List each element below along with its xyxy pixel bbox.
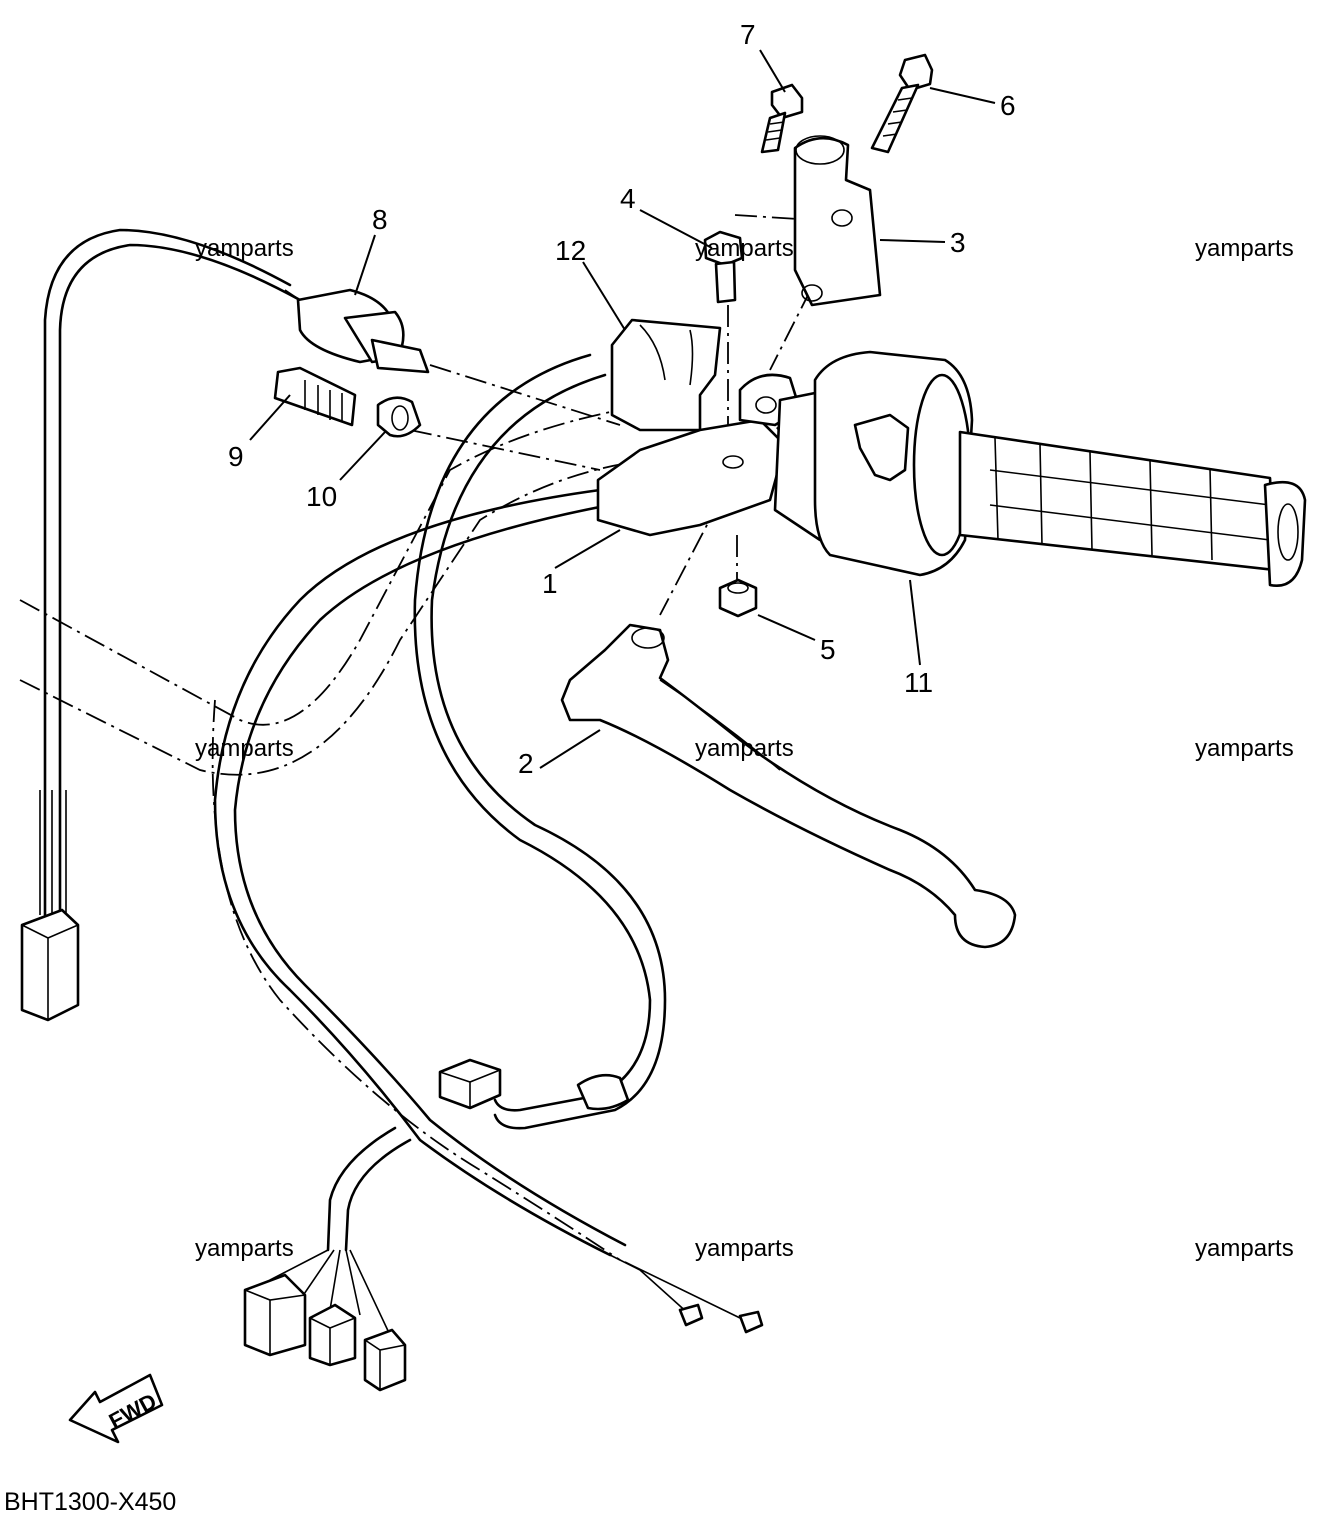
watermark: yamparts: [1195, 1235, 1294, 1262]
callout-12: 12: [555, 235, 586, 266]
callout-2: 2: [518, 748, 534, 779]
bolt-short: [760, 83, 804, 154]
small-connectors-right: [609, 1254, 764, 1334]
watermark: yamparts: [195, 735, 294, 762]
callout-1: 1: [542, 568, 558, 599]
clutch-switch: [284, 288, 430, 374]
handlebar-grip: [958, 430, 1307, 587]
nut: [718, 578, 758, 618]
watermark: yamparts: [195, 1235, 294, 1262]
holder-clamp: [793, 135, 882, 307]
lever-holder-cover: [610, 318, 722, 432]
bolt-long: [870, 53, 934, 154]
drawing-code: BHT1300-X450: [4, 1488, 176, 1516]
callout-6: 6: [1000, 90, 1016, 121]
callout-9: 9: [228, 441, 244, 472]
locknut: [376, 396, 422, 438]
pivot-bolt: [703, 230, 744, 304]
harness-connectors-bottom: [243, 1249, 407, 1392]
watermark: yamparts: [695, 1235, 794, 1262]
callout-11: 11: [904, 667, 933, 698]
adjuster-bolt: [273, 366, 357, 427]
callout-5: 5: [820, 634, 836, 665]
watermark: yamparts: [195, 235, 294, 262]
watermark: yamparts: [695, 235, 794, 262]
callout-8: 8: [372, 204, 388, 235]
wire-left-run: [39, 228, 302, 917]
connector-cable-end: [438, 1058, 630, 1111]
callout-4: 4: [620, 183, 636, 214]
watermark: yamparts: [1195, 235, 1294, 262]
callout-labels: 1 2 3 4 5 6 7 8 9 10 11 12: [228, 19, 1016, 779]
clutch-lever: [560, 623, 1017, 949]
watermark: yamparts: [695, 735, 794, 762]
callout-7: 7: [740, 19, 756, 50]
callout-3: 3: [950, 227, 966, 258]
handlebar-switch: [773, 350, 974, 577]
leader-lines: [249, 49, 996, 769]
connector-left: [20, 908, 80, 1022]
callout-10: 10: [306, 481, 337, 512]
switch-wire-harness: [213, 488, 627, 1257]
watermarks: yamparts yamparts yamparts yamparts yamp…: [195, 235, 1294, 1262]
forward-arrow: FWD: [68, 1373, 164, 1444]
watermark: yamparts: [1195, 735, 1294, 762]
